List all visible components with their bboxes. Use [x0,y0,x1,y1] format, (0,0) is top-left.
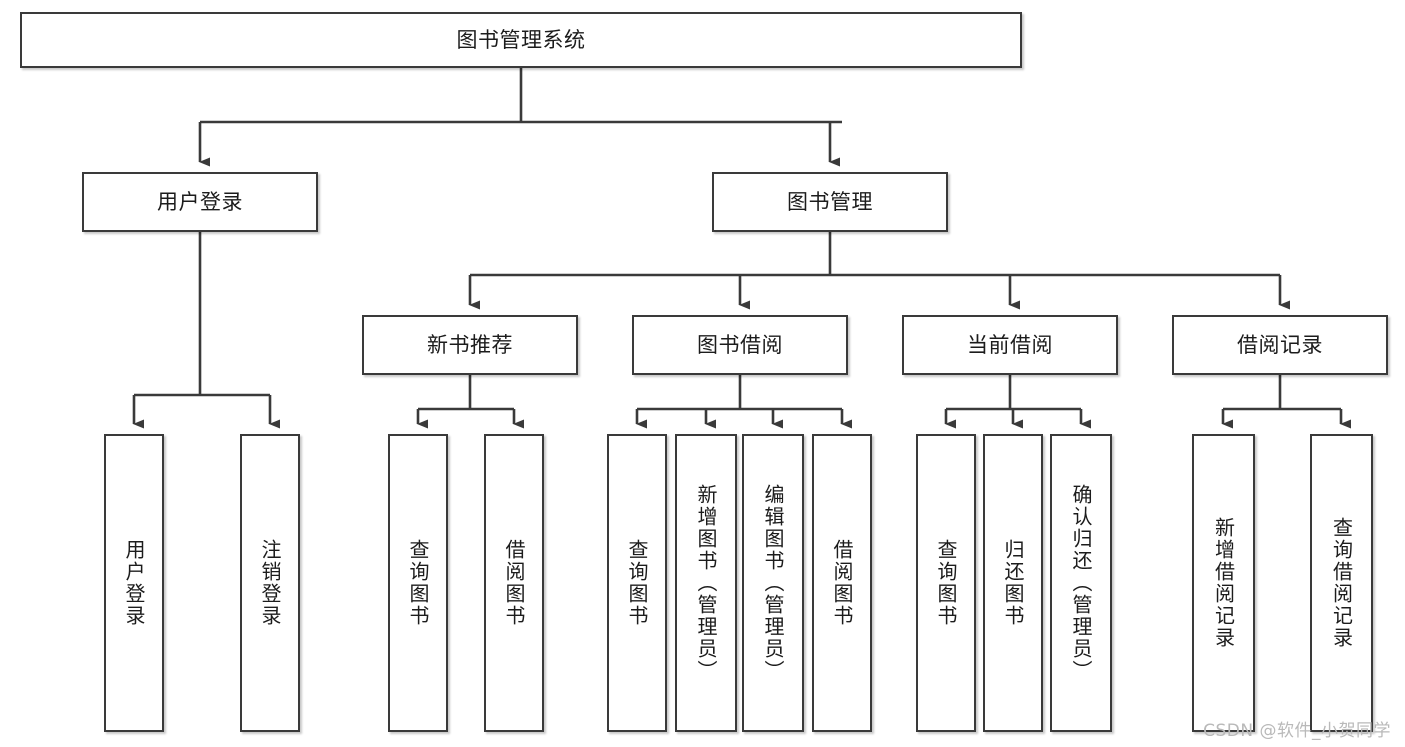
node-leaf-query-book-newbook[interactable]: 查询图书 [388,434,448,732]
node-new-book-recommend[interactable]: 新书推荐 [362,315,578,375]
node-current-borrow-label: 当前借阅 [967,332,1053,357]
node-leaf-user-login[interactable]: 用户登录 [104,434,164,732]
node-borrow-record[interactable]: 借阅记录 [1172,315,1388,375]
node-leaf-query-borrow-record[interactable]: 查询借阅记录 [1310,434,1373,732]
node-leaf-return-book-label: 归还图书 [1001,539,1025,627]
node-root-label: 图书管理系统 [456,27,586,52]
node-book-borrow-label: 图书借阅 [697,332,783,357]
node-borrow-record-label: 借阅记录 [1237,332,1323,357]
node-book-management[interactable]: 图书管理 [712,172,948,232]
node-leaf-add-book-admin[interactable]: 新增图书（管理员） [675,434,737,732]
node-leaf-query-borrow-record-label: 查询借阅记录 [1329,517,1354,649]
node-user-login[interactable]: 用户登录 [82,172,318,232]
node-leaf-borrow-book[interactable]: 借阅图书 [812,434,872,732]
node-current-borrow[interactable]: 当前借阅 [902,315,1118,375]
node-leaf-confirm-return-admin[interactable]: 确认归还（管理员） [1050,434,1112,732]
node-leaf-return-book[interactable]: 归还图书 [983,434,1043,732]
node-leaf-logout-label: 注销登录 [258,539,282,627]
node-leaf-add-book-admin-label: 新增图书（管理员） [694,484,718,682]
node-leaf-query-book-current[interactable]: 查询图书 [916,434,976,732]
node-book-management-label: 图书管理 [787,189,873,214]
node-leaf-borrow-book-newbook-label: 借阅图书 [502,539,526,627]
node-book-borrow[interactable]: 图书借阅 [632,315,848,375]
node-leaf-user-login-label: 用户登录 [122,539,146,627]
node-leaf-query-book-current-label: 查询图书 [934,539,958,627]
node-user-login-label: 用户登录 [157,189,243,214]
node-leaf-logout[interactable]: 注销登录 [240,434,300,732]
node-leaf-add-borrow-record-label: 新增借阅记录 [1211,517,1236,649]
node-leaf-confirm-return-admin-label: 确认归还（管理员） [1069,484,1093,682]
node-leaf-query-book-newbook-label: 查询图书 [406,539,430,627]
node-leaf-query-book-borrow-label: 查询图书 [625,539,649,627]
node-leaf-add-borrow-record[interactable]: 新增借阅记录 [1192,434,1255,732]
node-leaf-edit-book-admin[interactable]: 编辑图书（管理员） [742,434,804,732]
node-leaf-edit-book-admin-label: 编辑图书（管理员） [761,484,785,682]
node-leaf-query-book-borrow[interactable]: 查询图书 [607,434,667,732]
node-root[interactable]: 图书管理系统 [20,12,1022,68]
node-new-book-recommend-label: 新书推荐 [427,332,513,357]
node-leaf-borrow-book-newbook[interactable]: 借阅图书 [484,434,544,732]
node-leaf-borrow-book-label: 借阅图书 [830,539,854,627]
